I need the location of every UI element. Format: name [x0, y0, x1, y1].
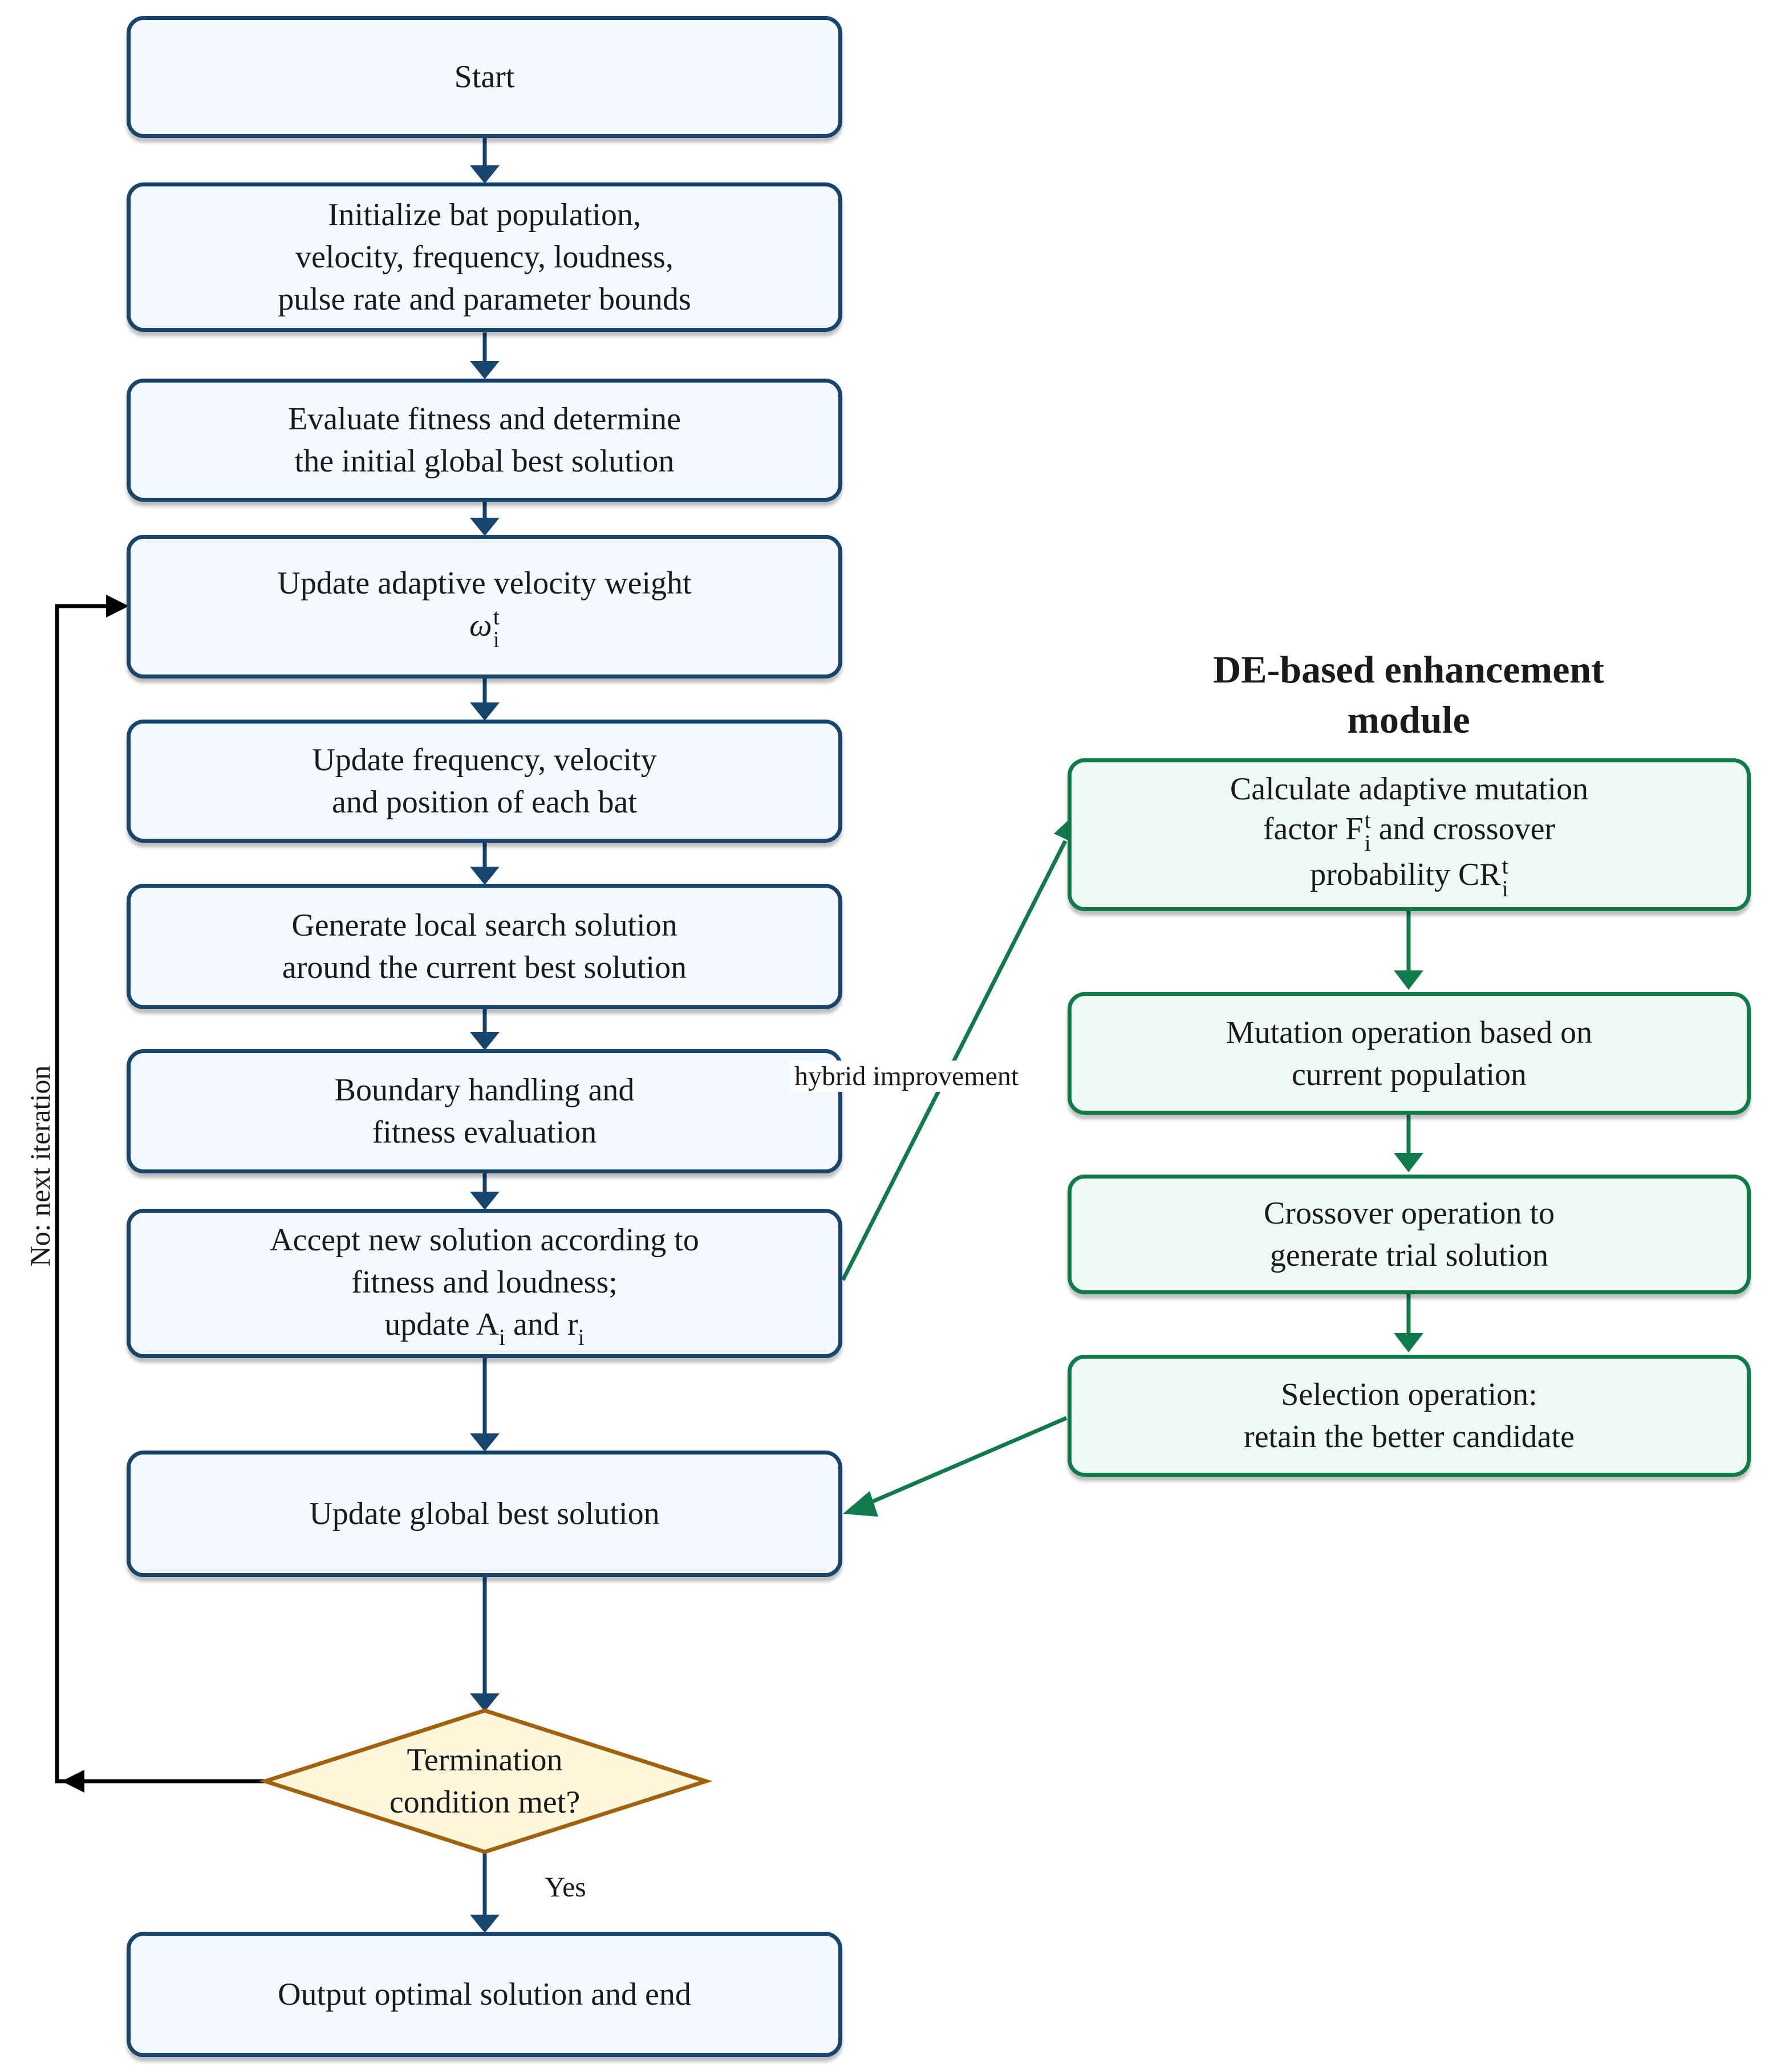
- update-global-box: Update global best solution: [127, 1451, 842, 1577]
- omega-char: ω: [469, 607, 492, 643]
- start-label: Start: [454, 59, 515, 95]
- omega-sup: t: [493, 604, 500, 630]
- accept-line-1: Accept new solution according to: [270, 1222, 699, 1258]
- mutation-line-2: current population: [1291, 1057, 1527, 1092]
- evaluate-line-1: Evaluate fitness and determine: [288, 401, 681, 437]
- accept-line-2: fitness and loudness;: [351, 1264, 618, 1300]
- update-global-label: Update global best solution: [309, 1496, 660, 1531]
- crossover-line-1: Crossover operation to: [1263, 1196, 1555, 1231]
- evaluate-box: Evaluate fitness and determine the initi…: [127, 379, 842, 502]
- omega-sub: i: [493, 627, 500, 653]
- arrowhead: [470, 1433, 500, 1452]
- cr-sup: t: [1502, 853, 1508, 879]
- f-sup: t: [1364, 807, 1371, 833]
- update-position-box: Update frequency, velocity and position …: [127, 720, 842, 843]
- update-position-line-2: and position of each bat: [332, 785, 637, 820]
- selection-box: Selection operation: retain the better c…: [1068, 1355, 1751, 1477]
- arrowhead: [470, 867, 500, 885]
- decision-line-1: Termination: [407, 1742, 563, 1778]
- de-module-title-line-2: module: [1347, 698, 1470, 741]
- boundary-box: Boundary handling and fitness evaluation: [127, 1049, 842, 1173]
- crossover-box: Crossover operation to generate trial so…: [1068, 1175, 1751, 1294]
- adaptive-line-2-prefix: factor F: [1263, 811, 1364, 847]
- arrowhead: [62, 1770, 84, 1793]
- mutation-box: Mutation operation based on current popu…: [1068, 992, 1751, 1115]
- arrowhead: [470, 1915, 500, 1933]
- velocity-weight-line-1: Update adaptive velocity weight: [277, 565, 692, 601]
- initialize-box: Initialize bat population, velocity, fre…: [127, 182, 842, 332]
- arrowhead: [106, 595, 129, 617]
- init-line-3: pulse rate and parameter bounds: [278, 282, 691, 317]
- adaptive-line-1: Calculate adaptive mutation: [1230, 771, 1589, 807]
- decision-line-2: condition met?: [389, 1785, 581, 1820]
- arrowhead: [470, 1693, 500, 1712]
- arrowhead: [470, 1192, 500, 1210]
- decision-text: Termination condition met?: [342, 1739, 627, 1823]
- de-module-title: DE-based enhancement module: [1118, 644, 1699, 745]
- hybrid-improvement-label: hybrid improvement: [790, 1061, 1024, 1092]
- boundary-line-1: Boundary handling and: [334, 1072, 635, 1108]
- start-box: Start: [127, 16, 842, 138]
- arrowhead: [843, 1491, 878, 1517]
- accept-solution-box: Accept new solution according to fitness…: [127, 1209, 842, 1358]
- arrowhead: [1394, 1153, 1423, 1172]
- evaluate-line-2: the initial global best solution: [294, 444, 675, 479]
- adaptive-line-3-prefix: probability CR: [1310, 857, 1501, 892]
- init-line-2: velocity, frequency, loudness,: [295, 239, 673, 275]
- decision-diamond: [258, 1708, 713, 1854]
- arrowhead: [470, 165, 500, 184]
- yes-label: Yes: [545, 1871, 586, 1903]
- local-search-line-2: around the current best solution: [282, 950, 687, 985]
- arrow-selection-to-global: [863, 1416, 1068, 1508]
- loop-back-line: [55, 604, 267, 1783]
- arrowhead: [470, 1032, 500, 1050]
- crossover-line-2: generate trial solution: [1269, 1238, 1549, 1273]
- loop-label: No: next iteration: [24, 1065, 56, 1267]
- adaptive-line-2-suffix: and crossover: [1370, 811, 1556, 847]
- selection-line-2: retain the better candidate: [1244, 1419, 1575, 1455]
- arrowhead: [1394, 1333, 1423, 1352]
- f-sub: i: [1364, 830, 1371, 856]
- local-search-box: Generate local search solution around th…: [127, 884, 842, 1009]
- arrowhead: [470, 702, 500, 721]
- init-line-1: Initialize bat population,: [328, 197, 641, 233]
- accept-a-sub: i: [498, 1324, 506, 1350]
- mutation-line-1: Mutation operation based on: [1226, 1014, 1593, 1050]
- accept-line-3-prefix: update A: [384, 1306, 499, 1342]
- cr-sub: i: [1502, 876, 1508, 902]
- arrowhead: [470, 518, 500, 536]
- arrowhead: [1394, 970, 1423, 990]
- output-box: Output optimal solution and end: [127, 1932, 842, 2057]
- arrowhead: [470, 361, 500, 379]
- accept-line-3-mid: and r: [505, 1306, 578, 1342]
- de-module-title-line-1: DE-based enhancement: [1213, 648, 1604, 691]
- local-search-line-1: Generate local search solution: [291, 908, 677, 943]
- accept-r-sub: i: [578, 1324, 585, 1350]
- boundary-line-2: fitness evaluation: [372, 1115, 597, 1150]
- accept-line-3: update Ai and ri: [384, 1303, 585, 1350]
- selection-line-1: Selection operation:: [1281, 1377, 1537, 1412]
- update-position-line-1: Update frequency, velocity: [312, 742, 657, 778]
- output-label: Output optimal solution and end: [278, 1977, 691, 2012]
